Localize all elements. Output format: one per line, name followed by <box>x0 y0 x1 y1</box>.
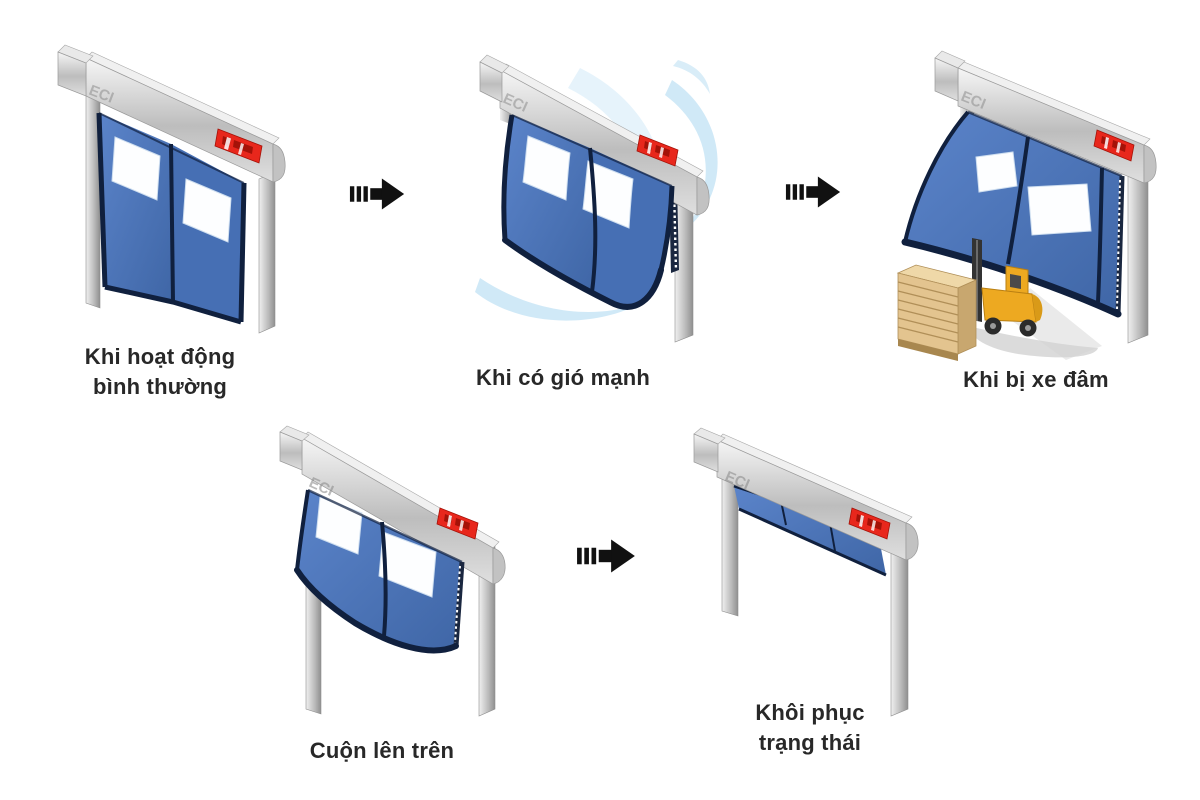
curtain-window <box>111 136 161 201</box>
curtain-window <box>378 531 437 598</box>
door-impact-illustration: ECI <box>896 50 1157 365</box>
flow-arrow-icon <box>348 174 408 219</box>
panel-vehicle-impact: ECI <box>860 30 1170 365</box>
red-brand-plate <box>214 128 263 164</box>
right-post <box>258 171 276 334</box>
curtain-window <box>975 151 1018 193</box>
caption-line: Khi có gió mạnh <box>475 365 651 390</box>
caption-line: Khi hoạt động <box>84 344 236 369</box>
flow-arrow-icon <box>575 534 639 583</box>
curtain-window <box>182 178 232 243</box>
left-post <box>305 584 322 715</box>
curtain-window <box>1027 183 1092 236</box>
caption-vehicle-impact: Khi bị xe đâm <box>916 365 1156 395</box>
door-normal-illustration: ECI <box>57 44 286 334</box>
caption-normal-operation: Khi hoạt động bình thường <box>40 342 280 402</box>
red-brand-plate <box>636 134 679 167</box>
caption-roll-up: Cuộn lên trên <box>262 736 502 766</box>
flow-arrow-icon <box>784 172 844 217</box>
caption-line: bình thường <box>93 374 227 399</box>
caption-line: trạng thái <box>758 730 862 755</box>
panel-roll-up: ECI <box>250 420 550 720</box>
caption-line: Khi bị xe đâm <box>963 367 1109 392</box>
door-curtain-bowed <box>501 114 675 310</box>
caption-restore-state: Khôi phục trạng thái <box>690 698 930 758</box>
door-curtain <box>96 112 247 325</box>
curtain-window <box>522 135 571 201</box>
left-post <box>721 474 739 617</box>
door-curtain-partial <box>294 488 465 654</box>
caption-line: Cuộn lên trên <box>309 738 455 763</box>
red-brand-plate <box>848 507 891 540</box>
door-restored-illustration: ECI <box>693 427 919 717</box>
header-rail: ECI <box>934 50 1157 184</box>
right-post <box>1127 168 1149 344</box>
panel-restore-state: ECI <box>660 420 960 720</box>
header-rail: ECI <box>693 427 919 561</box>
red-brand-plate <box>436 507 479 540</box>
caption-line: Khôi phục <box>755 700 865 725</box>
caption-strong-wind: Khi có gió mạnh <box>443 363 683 393</box>
door-wind-illustration: ECI <box>475 54 718 343</box>
zipper-teeth <box>454 565 461 644</box>
header-rail: ECI <box>57 44 286 183</box>
panel-strong-wind: ECI <box>440 30 740 350</box>
pallet-crate <box>896 264 978 365</box>
header-rail: ECI <box>279 425 506 585</box>
panel-normal-operation: ECI <box>55 30 335 340</box>
door-rollup-illustration: ECI <box>279 425 506 717</box>
red-brand-plate <box>1093 129 1135 162</box>
forklift <box>958 238 1043 337</box>
